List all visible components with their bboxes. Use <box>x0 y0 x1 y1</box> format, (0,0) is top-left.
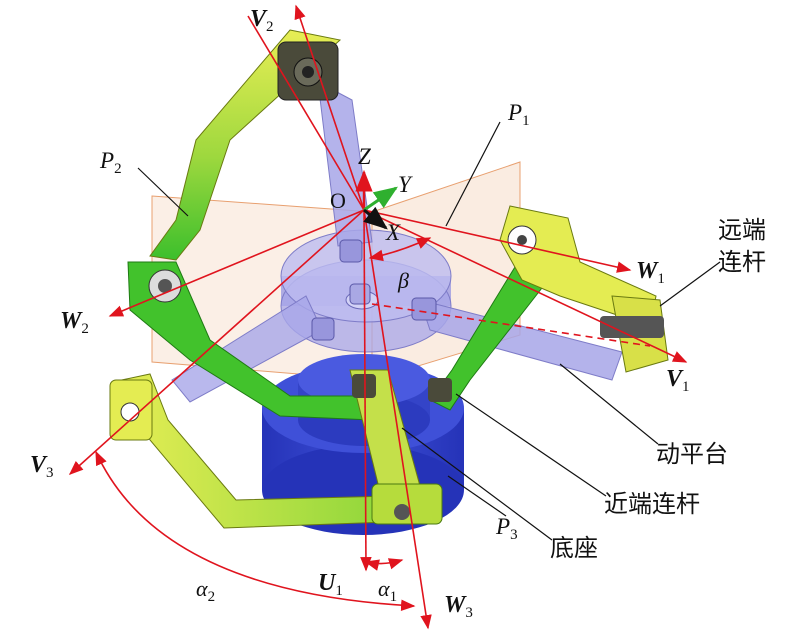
leader-p2 <box>137 167 189 217</box>
axis-w1 <box>363 209 632 273</box>
label-distal-link-line1: 远端 <box>718 216 766 244</box>
distal-link-1 <box>499 205 669 373</box>
arc-beta <box>368 237 432 262</box>
labels: V2 P1 P2 Z Y O X β W1 W2 V1 V3 P3 U1 α1 … <box>30 6 766 621</box>
leader-distal <box>659 261 721 307</box>
label-p3: P3 <box>495 514 518 543</box>
arc-alpha2 <box>95 450 416 612</box>
label-x: X <box>385 220 401 245</box>
axis-w2 <box>108 209 365 317</box>
label-z: Z <box>358 144 371 169</box>
label-proximal-link: 近端连杆 <box>604 490 700 518</box>
label-v2: V2 <box>250 6 274 35</box>
label-w1: W1 <box>636 258 665 287</box>
axis-v1 <box>363 209 688 363</box>
axis-v2-secondary <box>247 15 365 211</box>
label-w2: W2 <box>60 308 89 337</box>
axis-lines <box>68 4 688 630</box>
x-axis-arrow <box>363 206 388 230</box>
coordinate-frame <box>355 169 398 230</box>
label-distal-link-line2: 连杆 <box>718 248 766 276</box>
label-w3: W3 <box>444 592 473 621</box>
label-beta: β <box>397 268 409 293</box>
label-alpha2: α2 <box>196 576 215 605</box>
leader-moving-platform <box>559 363 659 445</box>
proximal-link-right <box>428 261 557 411</box>
label-p2: P2 <box>99 148 122 177</box>
y-axis-arrow <box>363 186 398 212</box>
axis-v3 <box>68 209 365 475</box>
label-u1: U1 <box>318 570 343 599</box>
axis-dashed <box>371 303 651 347</box>
label-v1: V1 <box>666 366 690 395</box>
axis-v2 <box>294 4 365 211</box>
label-v3: V3 <box>30 452 54 481</box>
axis-w3 <box>363 209 432 630</box>
label-o: O <box>330 188 346 213</box>
label-y: Y <box>398 172 413 197</box>
leader-lines <box>137 121 721 541</box>
leader-proximal <box>455 393 607 497</box>
leader-p3 <box>447 475 507 517</box>
label-p1: P1 <box>507 100 530 129</box>
label-alpha1: α1 <box>378 576 397 605</box>
proximal-link-2 <box>127 261 381 421</box>
arc-alpha1 <box>364 558 404 571</box>
leader-p1 <box>445 121 501 227</box>
label-base: 底座 <box>550 534 598 562</box>
label-moving-platform: 动平台 <box>656 440 728 468</box>
leader-base <box>401 427 553 541</box>
